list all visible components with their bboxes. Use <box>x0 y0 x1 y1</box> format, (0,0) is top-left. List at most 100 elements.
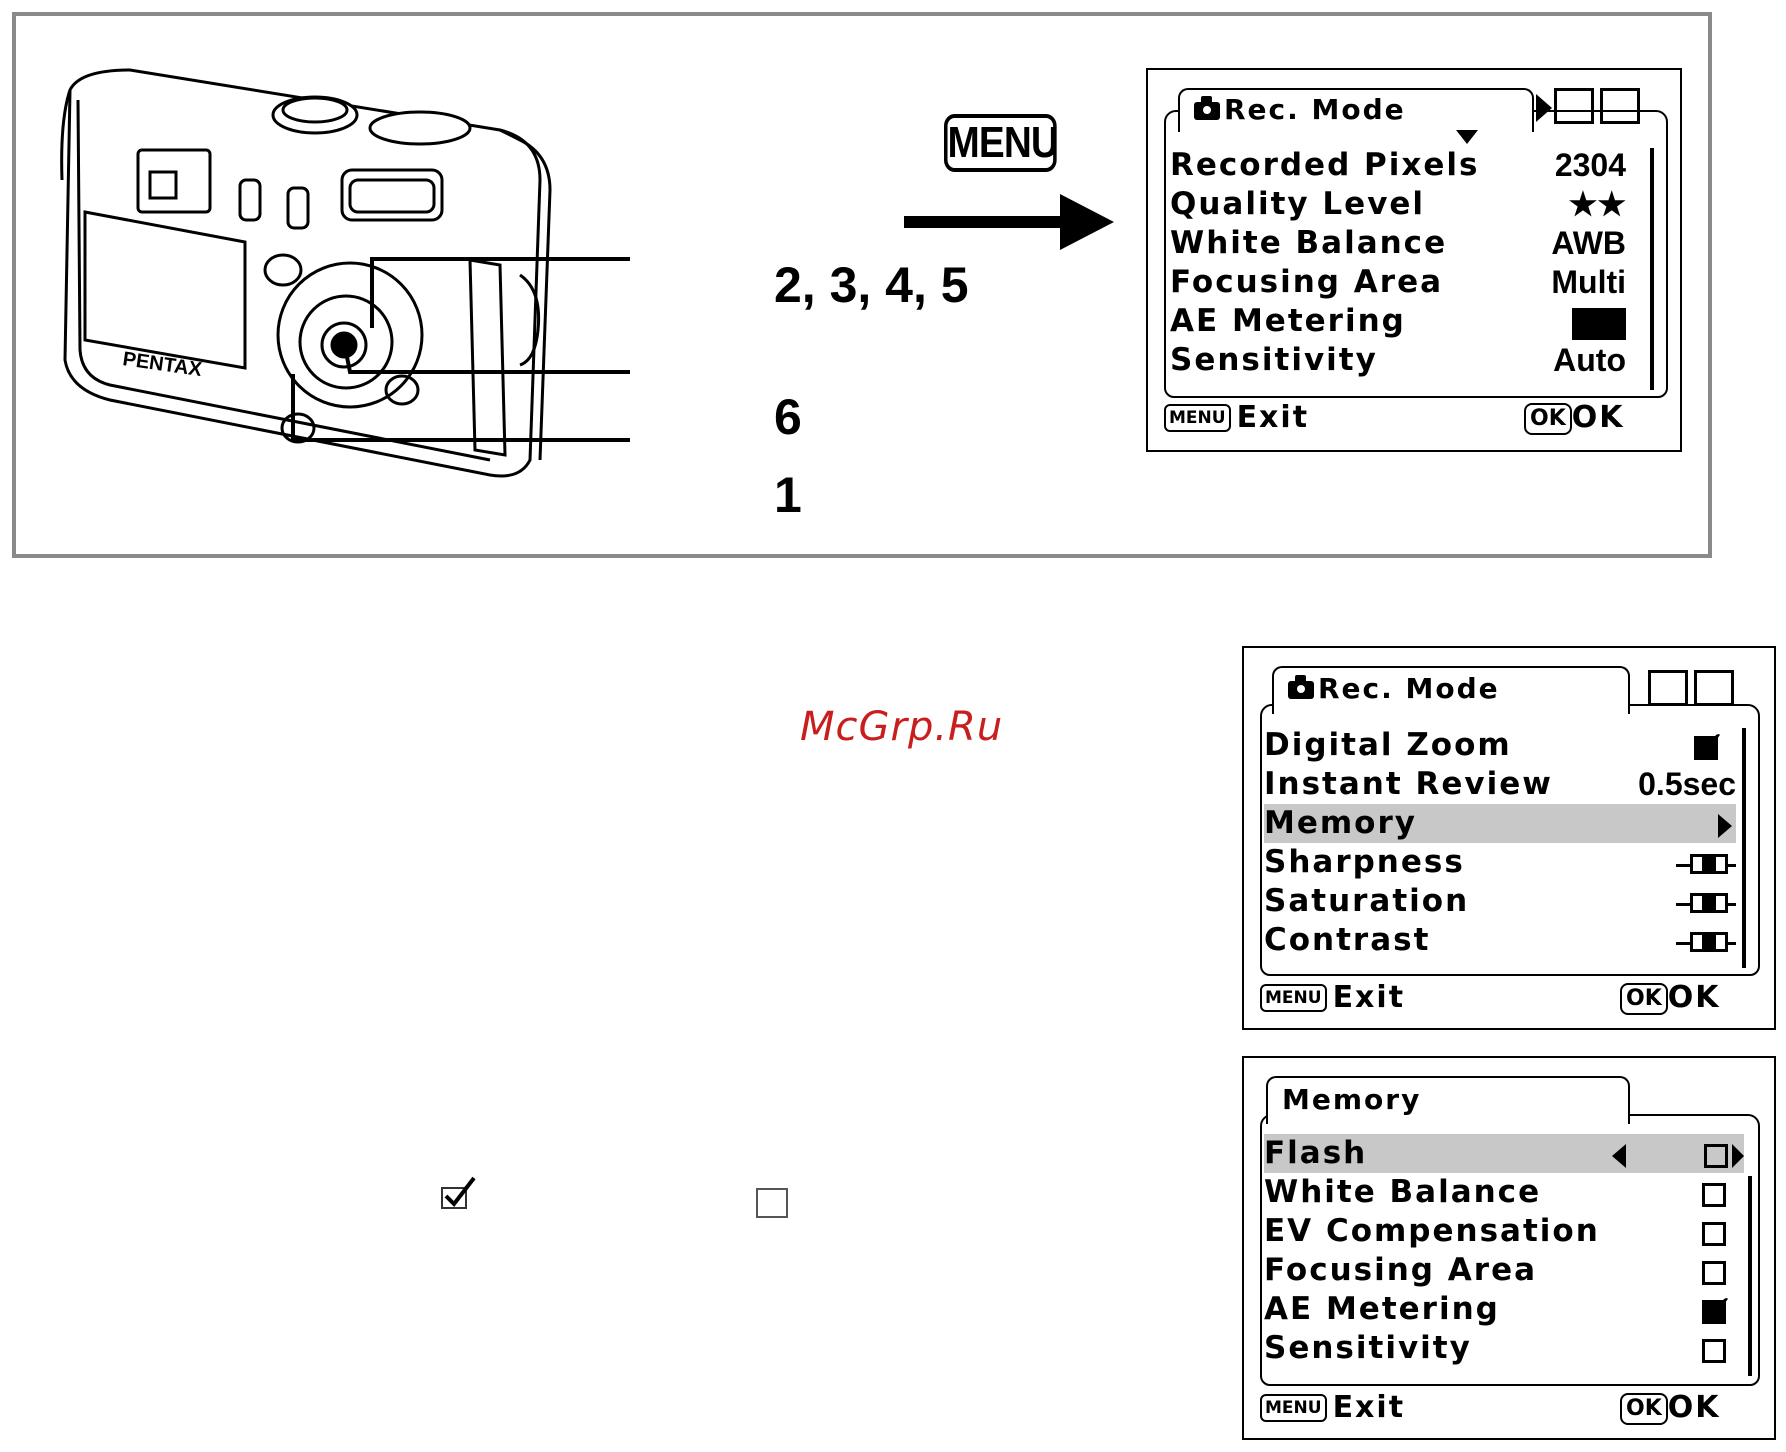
tab-rec-mode[interactable]: Rec. Mode <box>1178 88 1534 132</box>
callout-2345: 2, 3, 4, 5 <box>774 257 969 313</box>
camera-icon <box>1288 675 1314 699</box>
menu-row-white-balance[interactable]: White Balance <box>1264 1173 1744 1212</box>
checkbox-unchecked-icon <box>1612 1134 1744 1173</box>
menu-row-sharpness[interactable]: Sharpness <box>1264 843 1736 882</box>
row-label: Focusing Area <box>1170 264 1444 300</box>
row-label: Quality Level <box>1170 186 1426 222</box>
row-label: Sensitivity <box>1264 1330 1472 1366</box>
menu-row-instant-review[interactable]: Instant Review 0.5sec <box>1264 765 1736 804</box>
ok-label: OK <box>1667 980 1721 1015</box>
row-value: AWB <box>1551 225 1626 261</box>
tab-memory[interactable]: Memory <box>1266 1076 1630 1124</box>
row-label: Flash <box>1264 1135 1368 1171</box>
checkbox-unchecked-icon <box>756 1188 788 1218</box>
ok-label: OK <box>1571 400 1625 435</box>
menu-row-ae-metering[interactable]: AE Metering <box>1264 1287 1744 1329</box>
exit-label: Exit <box>1332 980 1406 1015</box>
menu-screen-rec-mode-1: Rec. Mode Recorded Pixels 2304 Quality Le… <box>1146 68 1682 452</box>
right-arrow-icon <box>904 194 1114 250</box>
ok-button-icon: OK <box>1524 403 1572 435</box>
row-value: Auto <box>1553 342 1626 378</box>
ok-label: OK <box>1667 1390 1721 1425</box>
row-label: White Balance <box>1264 1174 1542 1210</box>
checkbox-unchecked-icon <box>1702 1212 1726 1251</box>
row-label: AE Metering <box>1264 1291 1500 1327</box>
menu-key-label: MENU <box>944 114 1059 172</box>
scrollbar[interactable] <box>1742 728 1746 968</box>
row-label: Contrast <box>1264 922 1431 958</box>
menu-button-icon: MENU <box>1164 404 1231 432</box>
menu-row-memory[interactable]: Memory <box>1264 804 1736 843</box>
camera-icon <box>1194 96 1220 120</box>
menu-rows: Flash White Balance EV Compensation Focu… <box>1264 1134 1744 1368</box>
menu-rows: Recorded Pixels 2304 Quality Level ★★ Whit… <box>1170 146 1626 380</box>
setup-tab-icon[interactable] <box>1600 88 1640 124</box>
menu-row-white-balance[interactable]: White Balance AWB <box>1170 224 1626 263</box>
right-triangle-icon <box>1718 804 1736 843</box>
tab-label: Memory <box>1282 1083 1422 1116</box>
row-value: 2304 <box>1554 147 1626 183</box>
menu-row-focusing-area[interactable]: Focusing Area Multi <box>1170 263 1626 302</box>
row-value: Multi <box>1551 264 1626 300</box>
tab-rec-mode[interactable]: Rec. Mode <box>1272 666 1630 714</box>
menu-row-saturation[interactable]: Saturation <box>1264 882 1736 921</box>
menu-row-focusing-area[interactable]: Focusing Area <box>1264 1251 1744 1290</box>
row-label: Sensitivity <box>1170 342 1378 378</box>
menu-row-sensitivity[interactable]: Sensitivity Auto <box>1170 341 1626 380</box>
tab-label: Rec. Mode <box>1224 93 1406 126</box>
star-icon: ★★ <box>1568 186 1626 222</box>
checkbox-checked-icon <box>1694 723 1724 765</box>
row-label: White Balance <box>1170 225 1448 261</box>
exit-label: Exit <box>1332 1390 1406 1425</box>
checkbox-checked-icon <box>441 1176 476 1209</box>
row-label: Memory <box>1264 805 1417 841</box>
level-slider-icon <box>1676 921 1736 960</box>
setup-tab-icon[interactable] <box>1694 670 1734 706</box>
row-label: Digital Zoom <box>1264 727 1512 763</box>
row-value: 0.5sec <box>1638 766 1736 802</box>
playback-tab-icon[interactable] <box>1554 88 1594 124</box>
playback-tab-icon[interactable] <box>1648 670 1688 706</box>
menu-row-quality-level[interactable]: Quality Level ★★ <box>1170 185 1626 224</box>
checkbox-unchecked-icon <box>1702 1329 1726 1368</box>
row-label: EV Compensation <box>1264 1213 1600 1249</box>
callout-6: 6 <box>774 389 802 445</box>
menu-row-recorded-pixels[interactable]: Recorded Pixels 2304 <box>1170 146 1626 185</box>
exit-label: Exit <box>1236 400 1310 435</box>
row-label: Sharpness <box>1264 844 1465 880</box>
scrollbar[interactable] <box>1650 148 1654 390</box>
menu-row-contrast[interactable]: Contrast <box>1264 921 1736 960</box>
row-label: Recorded Pixels <box>1170 147 1480 183</box>
menu-row-sensitivity[interactable]: Sensitivity <box>1264 1329 1744 1368</box>
tab-pointer-icon <box>1536 94 1552 122</box>
menu-screen-rec-mode-2: Rec. Mode Digital Zoom Instant Review 0.5… <box>1242 646 1776 1030</box>
checkbox-checked-icon <box>1702 1287 1732 1329</box>
ok-button-icon: OK <box>1620 1393 1668 1425</box>
down-triangle-icon <box>1456 130 1478 144</box>
level-slider-icon <box>1676 843 1736 882</box>
row-label: Instant Review <box>1264 766 1553 802</box>
level-slider-icon <box>1676 882 1736 921</box>
watermark: McGrp.Ru <box>800 704 1004 750</box>
checkbox-unchecked-icon <box>1702 1173 1726 1212</box>
ok-button-icon: OK <box>1620 983 1668 1015</box>
metering-icon <box>1572 302 1626 341</box>
menu-row-digital-zoom[interactable]: Digital Zoom <box>1264 723 1736 765</box>
tab-label: Rec. Mode <box>1318 672 1500 705</box>
menu-rows: Digital Zoom Instant Review 0.5sec Memory… <box>1264 723 1736 960</box>
menu-button-icon: MENU <box>1260 1394 1327 1422</box>
menu-row-ev-compensation[interactable]: EV Compensation <box>1264 1212 1744 1251</box>
menu-row-ae-metering[interactable]: AE Metering <box>1170 302 1626 341</box>
menu-row-flash[interactable]: Flash <box>1264 1134 1744 1173</box>
scrollbar[interactable] <box>1748 1176 1752 1376</box>
figure-frame <box>12 12 1712 558</box>
camera-illustration: PENTAX <box>60 68 630 478</box>
callout-1: 1 <box>774 467 802 523</box>
row-label: Focusing Area <box>1264 1252 1538 1288</box>
